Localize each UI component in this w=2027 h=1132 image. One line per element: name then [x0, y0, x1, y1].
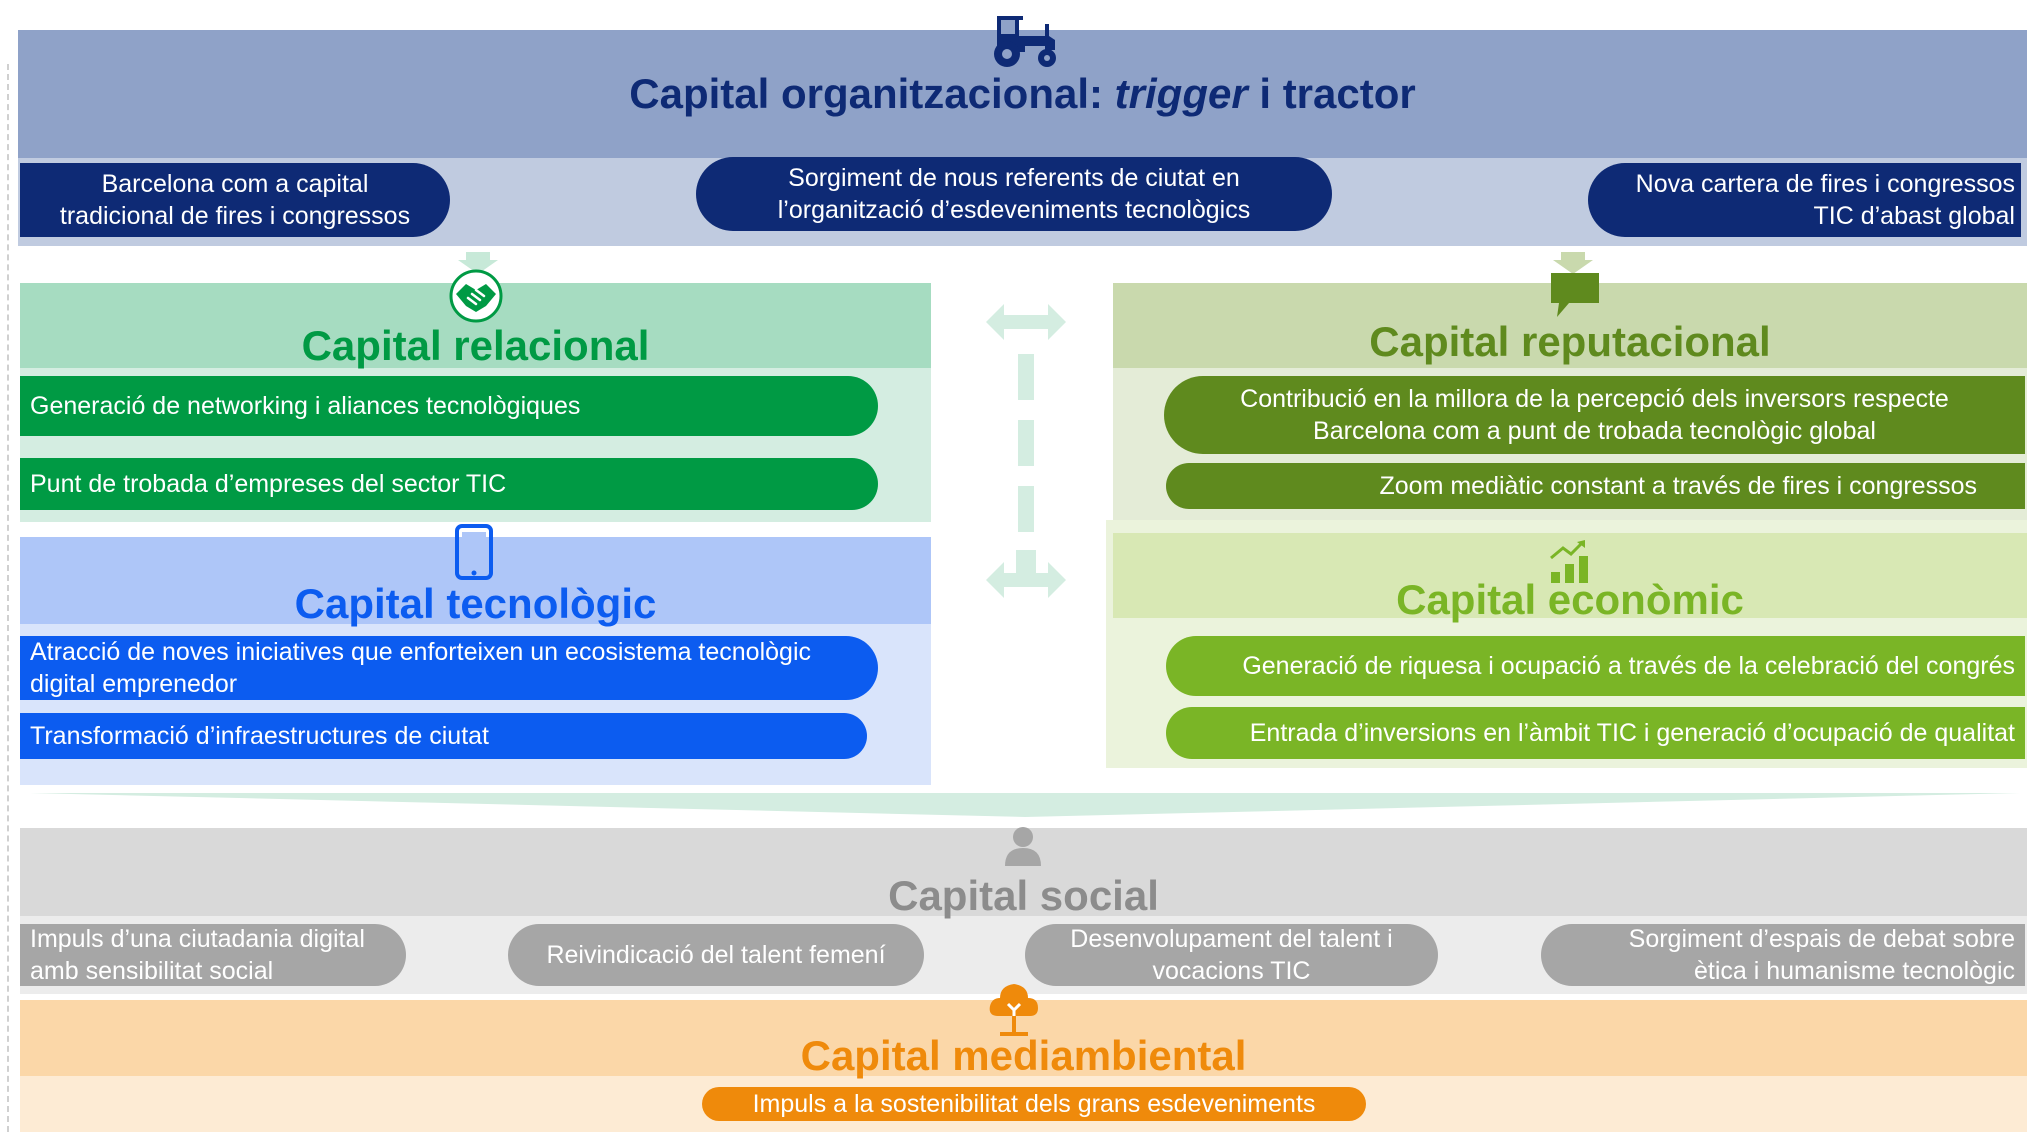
economic-item-1: Generació de riquesa i ocupació a través… — [1166, 636, 2025, 696]
economic-item-2: Entrada d’inversions en l’àmbit TIC i ge… — [1166, 707, 2025, 759]
social-item-2: Reivindicació del talent femení — [508, 924, 924, 986]
tree-icon — [989, 984, 1038, 1036]
organizational-item-2: Sorgiment de nous referents de ciutat en… — [696, 157, 1332, 231]
social-item-4: Sorgiment d’espais de debat sobre ètica … — [1541, 924, 2025, 986]
economic-title: Capital econòmic — [1396, 576, 1744, 623]
speech-bubble-icon — [1551, 273, 1599, 317]
social-title: Capital social — [888, 872, 1159, 919]
social-item-1: Impuls d’una ciutadania digital amb sens… — [20, 924, 406, 986]
reputational-item-2: Zoom mediàtic constant a través de fires… — [1166, 463, 2025, 509]
relational-title: Capital relacional — [301, 322, 650, 369]
technological-item-1: Atracció de noves iniciatives que enfort… — [20, 636, 878, 700]
person-icon — [1005, 827, 1041, 866]
tractor-icon — [994, 16, 1056, 67]
organizational-item-1: Barcelona com a capital tradicional de f… — [20, 163, 450, 237]
growth-chart-icon — [1550, 540, 1588, 583]
environmental-title: Capital mediambiental — [800, 1032, 1247, 1079]
organizational-title-start: Capital organitzacional: — [629, 70, 1103, 117]
organizational-title-end: i tractor — [1259, 70, 1416, 117]
vertical-dashed-connector — [1018, 354, 1034, 532]
horizontal-double-arrow-top — [986, 304, 1066, 340]
reputational-title: Capital reputacional — [1369, 318, 1771, 365]
converging-arrow — [30, 793, 2020, 817]
environmental-item-1: Impuls a la sostenibilitat dels grans es… — [702, 1087, 1366, 1121]
organizational-title: Capital organitzacional: trigger i tract… — [18, 70, 2027, 118]
social-item-3: Desenvolupament del talent i vocacions T… — [1025, 924, 1438, 986]
relational-item-1: Generació de networking i aliances tecno… — [20, 376, 878, 436]
technological-item-2: Transformació d’infraestructures de ciut… — [20, 713, 867, 759]
organizational-item-3: Nova cartera de fires i congressos TIC d… — [1588, 163, 2021, 237]
handshake-icon — [449, 269, 503, 323]
left-dashed-guide — [7, 64, 9, 1132]
organizational-title-italic: trigger — [1114, 70, 1248, 117]
down-arrow-right — [1553, 252, 1593, 274]
tablet-icon — [455, 524, 493, 580]
down-arrow-left — [458, 252, 498, 274]
reputational-item-1: Contribució en la millora de la percepci… — [1164, 376, 2025, 454]
technological-title: Capital tecnològic — [294, 580, 657, 627]
relational-item-2: Punt de trobada d’empreses del sector TI… — [20, 458, 878, 510]
horizontal-double-arrow-bottom — [986, 550, 1066, 598]
